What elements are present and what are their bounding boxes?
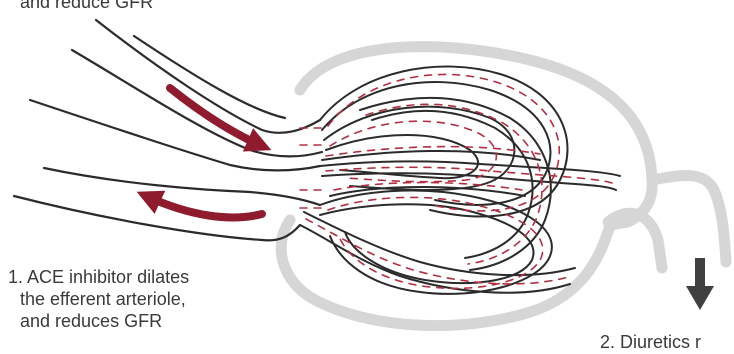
arrow-left-icon bbox=[146, 196, 262, 217]
arrow-down-icon bbox=[686, 258, 714, 310]
ace-caption-line-1: 1. ACE inhibitor dilates bbox=[8, 266, 189, 288]
top-caption-text: and reduce GFR bbox=[20, 0, 153, 13]
ace-inhibitor-caption: 1. ACE inhibitor dilates the efferent ar… bbox=[8, 266, 189, 332]
diuretics-caption-text: 2. Diuretics r bbox=[600, 331, 701, 353]
diuretics-caption: 2. Diuretics r bbox=[600, 331, 701, 353]
ace-caption-line-2: the efferent arteriole, bbox=[8, 288, 189, 310]
ace-caption-line-3: and reduces GFR bbox=[8, 310, 189, 332]
top-caption: and reduce GFR bbox=[20, 0, 153, 13]
capillary-tuft bbox=[300, 66, 620, 293]
